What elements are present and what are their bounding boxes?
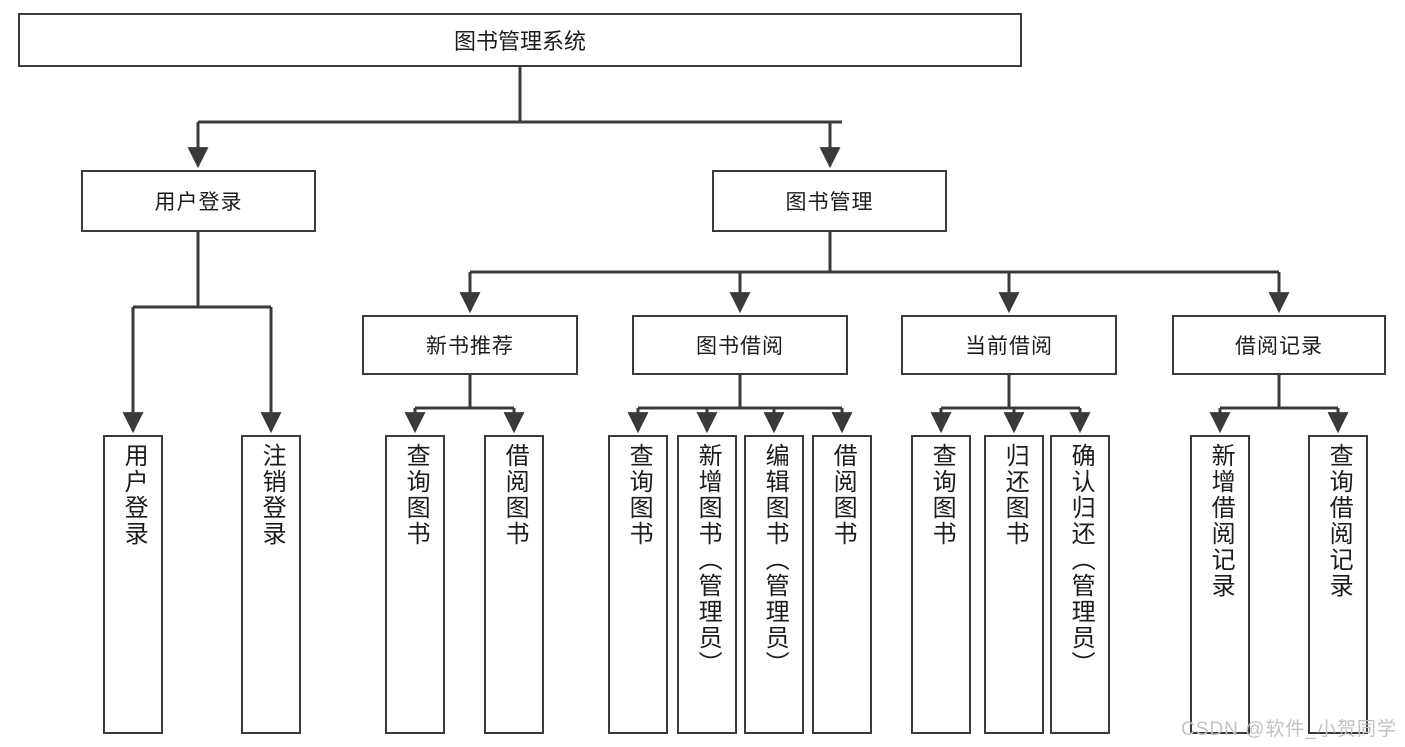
leaf-add-borrow-record-label: 新增借阅记录 <box>1207 443 1235 599</box>
node-new-book-recommend-label: 新书推荐 <box>426 335 514 358</box>
node-borrow-record[interactable]: 借阅记录 <box>1172 315 1386 375</box>
node-book-borrow-label: 图书借阅 <box>696 335 784 358</box>
leaf-query-borrow-record[interactable]: 查询借阅记录 <box>1308 435 1368 734</box>
leaf-logout[interactable]: 注销登录 <box>241 435 301 734</box>
leaf-edit-book-admin-label: 编辑图书（管理员） <box>761 443 789 677</box>
node-current-borrow[interactable]: 当前借阅 <box>901 315 1117 375</box>
node-current-borrow-label: 当前借阅 <box>965 335 1053 358</box>
leaf-query-borrow-record-label: 查询借阅记录 <box>1325 443 1353 599</box>
leaf-return-book-label: 归还图书 <box>1001 443 1029 547</box>
leaf-query-book-borrow[interactable]: 查询图书 <box>608 435 668 734</box>
leaf-add-borrow-record[interactable]: 新增借阅记录 <box>1190 435 1250 734</box>
leaf-borrow-book-recommend[interactable]: 借阅图书 <box>484 435 544 734</box>
leaf-query-book-borrow-label: 查询图书 <box>625 443 653 547</box>
node-user-login-label: 用户登录 <box>154 191 243 214</box>
leaf-edit-book-admin[interactable]: 编辑图书（管理员） <box>744 435 804 734</box>
node-root-label: 图书管理系统 <box>453 29 586 54</box>
leaf-add-book-admin[interactable]: 新增图书（管理员） <box>677 435 737 734</box>
node-book-management-label: 图书管理 <box>785 191 874 214</box>
leaf-query-book-recommend-label: 查询图书 <box>402 443 430 547</box>
node-root[interactable]: 图书管理系统 <box>18 13 1022 67</box>
leaf-confirm-return-admin[interactable]: 确认归还（管理员） <box>1050 435 1110 734</box>
leaf-add-book-admin-label: 新增图书（管理员） <box>694 443 722 677</box>
leaf-return-book[interactable]: 归还图书 <box>984 435 1044 734</box>
leaf-query-book-current[interactable]: 查询图书 <box>911 435 971 734</box>
leaf-user-login-label: 用户登录 <box>120 443 148 547</box>
leaf-query-book-recommend[interactable]: 查询图书 <box>385 435 445 734</box>
node-book-management[interactable]: 图书管理 <box>712 170 947 232</box>
leaf-confirm-return-admin-label: 确认归还（管理员） <box>1067 443 1095 677</box>
leaf-borrow-book-label: 借阅图书 <box>829 443 857 547</box>
leaf-borrow-book[interactable]: 借阅图书 <box>812 435 872 734</box>
leaf-borrow-book-recommend-label: 借阅图书 <box>501 443 529 547</box>
node-borrow-record-label: 借阅记录 <box>1235 335 1323 358</box>
watermark: CSDN @软件_小贺同学 <box>1181 719 1397 740</box>
node-new-book-recommend[interactable]: 新书推荐 <box>362 315 578 375</box>
node-book-borrow[interactable]: 图书借阅 <box>632 315 848 375</box>
node-user-login[interactable]: 用户登录 <box>81 170 316 232</box>
leaf-query-book-current-label: 查询图书 <box>928 443 956 547</box>
leaf-logout-label: 注销登录 <box>258 443 286 547</box>
leaf-user-login[interactable]: 用户登录 <box>103 435 163 734</box>
